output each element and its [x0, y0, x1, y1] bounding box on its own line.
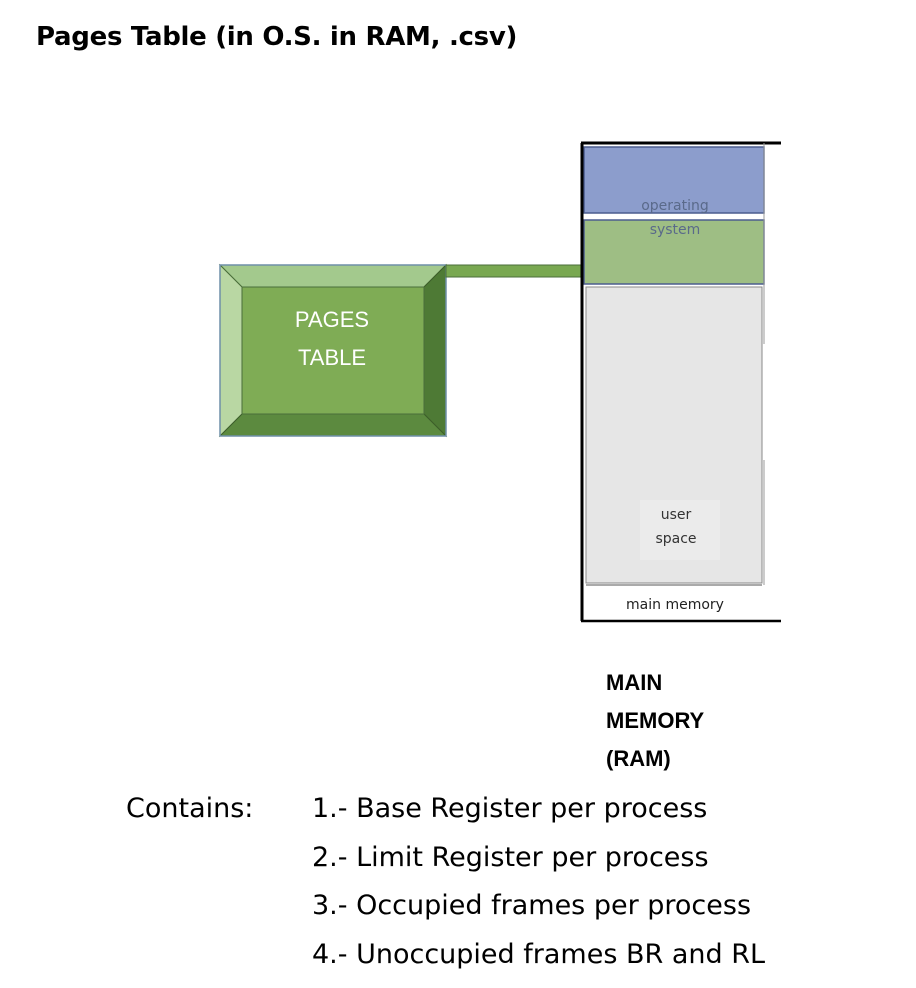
ram-label-line1: MAIN [606, 670, 663, 695]
os-region-green [583, 219, 765, 285]
list-item: 2.- Limit Register per process [312, 841, 709, 873]
user-space-label-line2: space [655, 531, 697, 547]
pages-table-box [218, 263, 448, 438]
pages-table-bevel-top [218, 264, 448, 288]
pages-table-bevel-bottom [218, 413, 448, 437]
contains-label: Contains: [126, 793, 254, 824]
pages-table-face [241, 286, 425, 415]
user-space-label-line1: user [660, 507, 692, 523]
ram-label-line2: MEMORY [606, 708, 705, 733]
pages-table-bevel-left [219, 263, 243, 438]
ram-label: MAIN MEMORY (RAM) [606, 664, 704, 778]
main-memory-block [580, 141, 781, 623]
list-item: 3.- Occupied frames per process [312, 890, 752, 921]
list-item: 4.- Unoccupied frames BR and RL [312, 938, 766, 970]
pages-table-label-line1: PAGES [294, 307, 370, 332]
os-label-line1: operating [641, 198, 709, 214]
main-memory-footer-label: main memory [626, 597, 724, 613]
pages-table-label-line2: TABLE [297, 345, 367, 370]
list-item: 1.- Base Register per process [312, 793, 708, 824]
page-title: Pages Table (in O.S. in RAM, .csv) [36, 22, 518, 52]
os-region-blue [583, 146, 765, 214]
os-label-line2: system [649, 222, 701, 238]
pages-table-bevel-right [423, 263, 447, 438]
ram-label-line3: (RAM) [606, 746, 671, 771]
paging-diagram [218, 141, 781, 623]
user-space-label-bg [640, 500, 720, 560]
contains-list: 1.- Base Register per process 2.- Limit … [312, 793, 765, 987]
pages-table-outline [219, 264, 447, 437]
